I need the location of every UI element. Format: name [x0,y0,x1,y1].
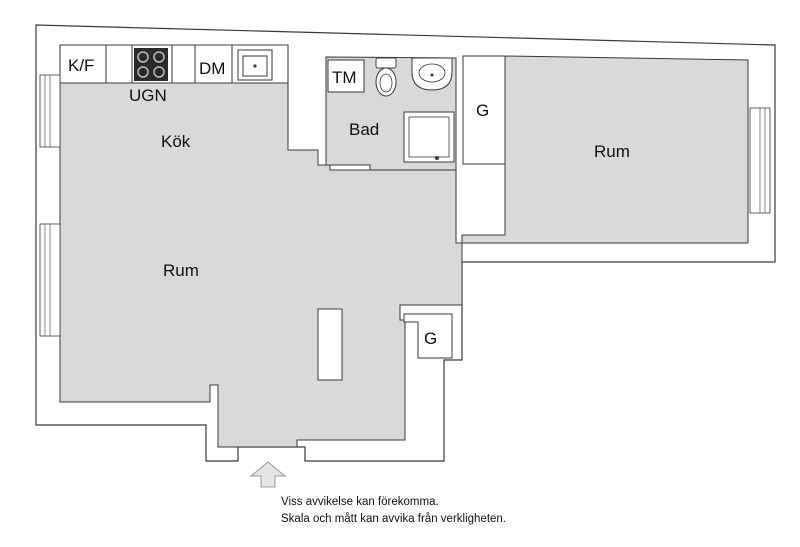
label-ugn: UGN [129,86,167,105]
disclaimer-line-2: Skala och mått kan avvika från verklighe… [281,513,506,525]
label-rum-right: Rum [594,142,630,161]
label-dm: DM [199,59,225,78]
label-kf: K/F [68,56,94,75]
label-bad: Bad [349,120,379,139]
label-g-top: G [476,101,489,120]
label-g-mid: G [424,329,437,348]
wardrobe-mid [403,313,453,359]
washing-machine [327,59,365,93]
wardrobe-top [462,55,506,165]
label-kok: Kök [161,132,191,151]
label-rum-main: Rum [163,261,199,280]
stove-icon [134,48,168,81]
label-tm: TM [332,68,357,87]
floor-rum-right [461,55,749,244]
disclaimer-line-1: Viss avvikelse kan förekomma. [281,496,439,508]
shower-icon [403,111,455,163]
toilet-icon [375,57,397,97]
floor-kitchen-rum [59,82,463,448]
entrance-arrow-icon [249,461,287,488]
pillar [317,308,343,381]
washbasin-icon [411,57,453,91]
window-icon [749,107,771,214]
sink-icon [237,49,273,81]
window-icon [39,74,61,337]
